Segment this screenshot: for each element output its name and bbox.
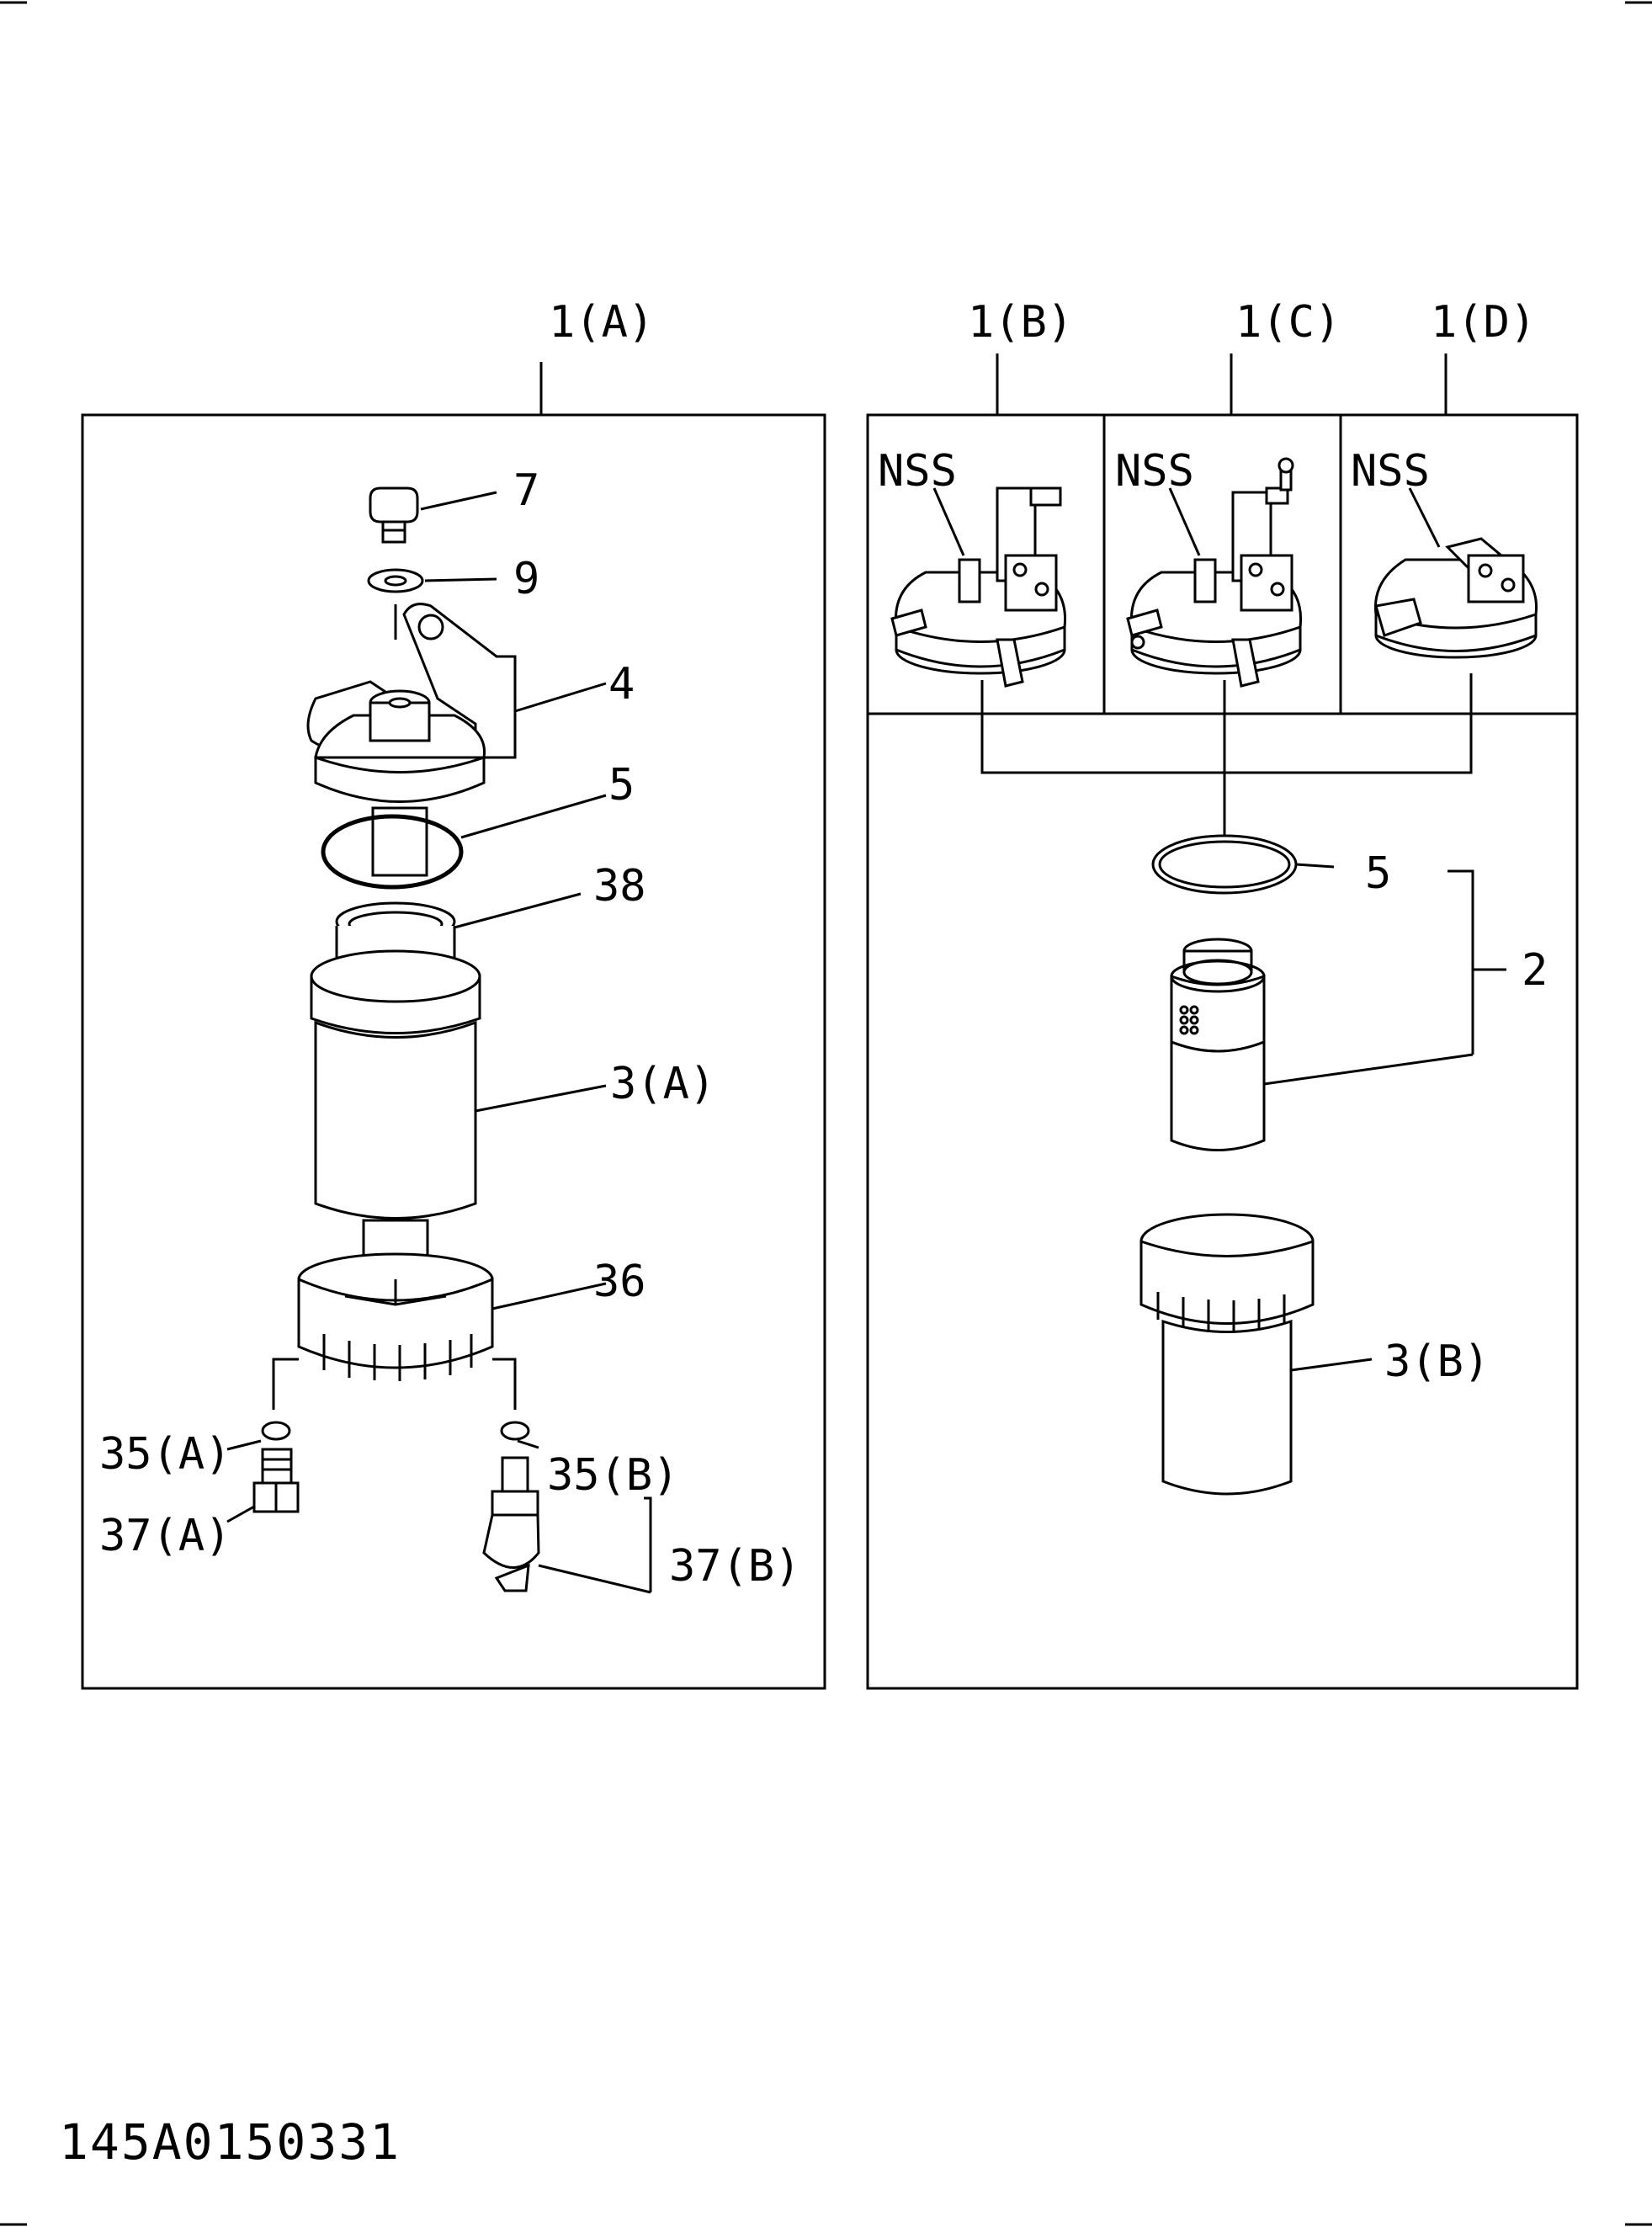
label-35b: 35(B) — [547, 1450, 679, 1501]
label-35a: 35(A) — [99, 1429, 231, 1480]
part-9-washer — [367, 568, 497, 640]
label-3a: 3(A) — [610, 1059, 715, 1109]
panel-1b-1c-1d — [866, 353, 1579, 1690]
part-2-element — [1170, 869, 1506, 1151]
part-3b-bowl — [1139, 1213, 1373, 1496]
label-37b: 37(B) — [669, 1541, 801, 1592]
part-35b-37b-drain-cock — [482, 1421, 652, 1594]
label-1c: 1(C) — [1235, 297, 1341, 348]
part-36-ring-nut — [272, 1252, 607, 1410]
label-nss-1c: NSS — [1115, 446, 1194, 497]
label-38: 38 — [593, 861, 646, 912]
head-1d — [1373, 487, 1538, 659]
label-9: 9 — [513, 554, 539, 604]
part-3a-element — [310, 926, 607, 1268]
part-7-plug-bolt — [369, 486, 497, 544]
part-5-o-ring-right — [1151, 834, 1335, 895]
label-4: 4 — [608, 659, 635, 710]
head-1c — [1126, 457, 1303, 688]
label-nss-1d: NSS — [1351, 446, 1430, 497]
part-4-filter-head — [306, 603, 607, 803]
label-2: 2 — [1522, 945, 1548, 996]
label-5-right: 5 — [1365, 848, 1391, 899]
label-1b: 1(B) — [968, 297, 1073, 348]
label-36: 36 — [593, 1257, 646, 1307]
label-37a: 37(A) — [99, 1511, 231, 1561]
part-35a-37a-drain-plug — [226, 1421, 300, 1523]
part-5-o-ring — [321, 794, 607, 890]
label-1a: 1(A) — [549, 297, 654, 348]
label-5-left: 5 — [608, 760, 635, 811]
head-1b — [890, 486, 1067, 688]
label-1d: 1(D) — [1431, 297, 1536, 348]
labels: 1(A) 1(B) 1(C) 1(D) 7 9 4 5 38 3(A) 36 3… — [99, 297, 1548, 1592]
panel-1a — [81, 362, 826, 1690]
label-7: 7 — [513, 465, 539, 516]
drawing-number: 145A0150331 — [59, 2113, 401, 2171]
label-3b: 3(B) — [1384, 1337, 1490, 1387]
label-nss-1b: NSS — [878, 446, 957, 497]
